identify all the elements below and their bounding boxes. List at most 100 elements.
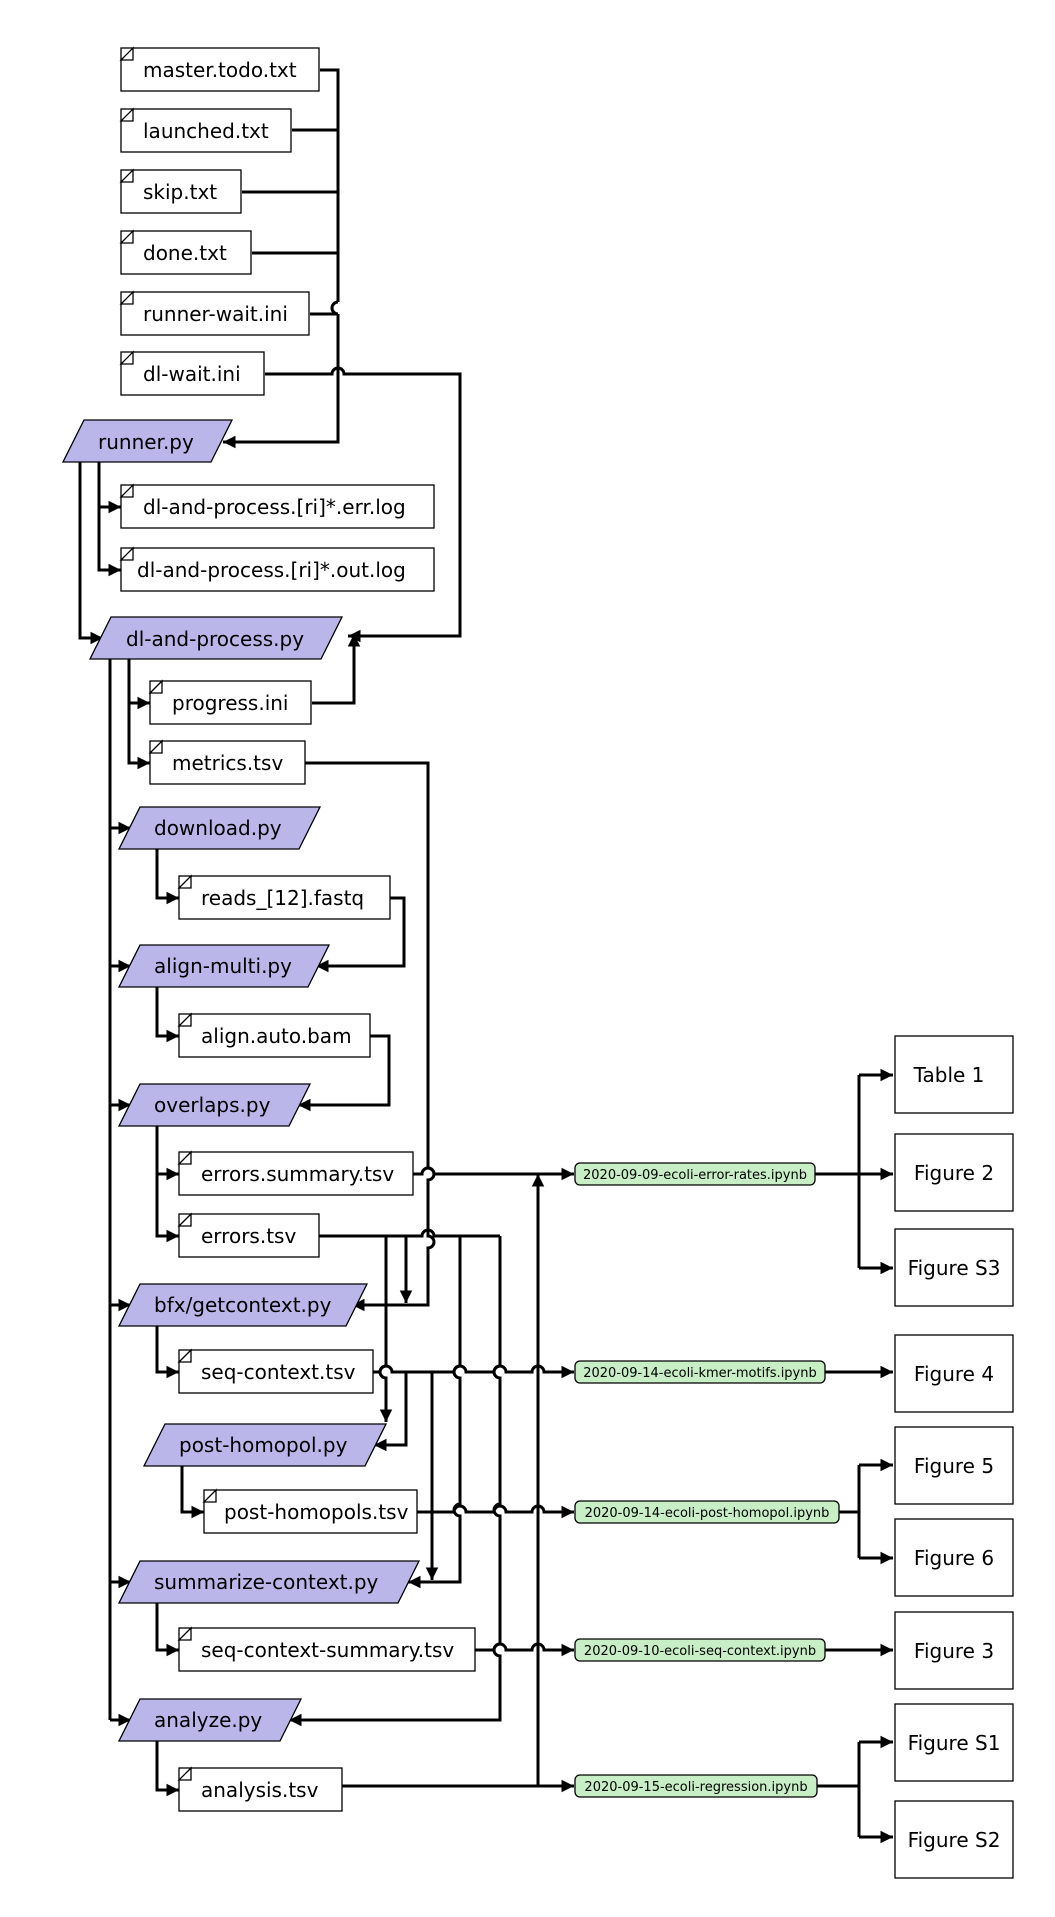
script-label: post-homopol.py xyxy=(179,1433,348,1457)
file-label: dl-wait.ini xyxy=(143,362,241,386)
file-post-homopols: post-homopols.tsv xyxy=(202,1488,418,1534)
edge-post-homopols-to-nb xyxy=(417,1504,574,1519)
notebook-label: 2020-09-09-ecoli-error-rates.ipynb xyxy=(583,1168,807,1183)
edge-hop-state-bus xyxy=(330,300,339,316)
edge-runner-to-out-log xyxy=(97,507,121,577)
output-label: Figure S1 xyxy=(908,1731,1001,1755)
script-label: summarize-context.py xyxy=(154,1570,379,1594)
edge-summarize-to-summary xyxy=(155,1603,179,1657)
edge-overlaps-to-errors xyxy=(155,1174,179,1243)
edge-align-multi-to-bam xyxy=(155,987,179,1043)
file-label: seq-context.tsv xyxy=(201,1360,356,1384)
notebook-label: 2020-09-14-ecoli-post-homopol.ipynb xyxy=(585,1506,830,1521)
output-figure-3: Figure 3 xyxy=(894,1611,1014,1690)
file-launched: launched.txt xyxy=(119,107,292,153)
notebook-kmer-motifs: 2020-09-14-ecoli-kmer-motifs.ipynb xyxy=(574,1360,826,1384)
file-analysis: analysis.tsv xyxy=(177,1766,343,1812)
edge-dl-wait-to-dl-and-process xyxy=(265,366,462,643)
notebook-post-homopol: 2020-09-14-ecoli-post-homopol.ipynb xyxy=(574,1500,840,1524)
file-label: dl-and-process.[ri]*.out.log xyxy=(137,558,406,582)
script-label: dl-and-process.py xyxy=(126,627,304,651)
script-label: overlaps.py xyxy=(154,1093,271,1117)
output-label: Table 1 xyxy=(913,1063,985,1087)
output-figure-s1: Figure S1 xyxy=(894,1703,1014,1782)
edge-analyze-to-analysis xyxy=(155,1741,179,1797)
edge-seq-context-to-post-homopol xyxy=(374,1372,408,1452)
file-align-bam: align.auto.bam xyxy=(177,1012,371,1058)
edges xyxy=(78,68,893,1844)
edge-errors-summary-to-nb xyxy=(413,1166,574,1181)
output-figure-5: Figure 5 xyxy=(894,1426,1014,1505)
file-err-log: dl-and-process.[ri]*.err.log xyxy=(119,483,435,529)
script-label: runner.py xyxy=(98,430,194,454)
file-label: master.todo.txt xyxy=(143,58,297,82)
notebook-label: 2020-09-14-ecoli-kmer-motifs.ipynb xyxy=(583,1366,817,1381)
notebook-error-rates: 2020-09-09-ecoli-error-rates.ipynb xyxy=(574,1162,816,1186)
script-overlaps: overlaps.py xyxy=(117,1083,312,1127)
edge-state-files-to-runner xyxy=(223,68,340,442)
file-label: errors.summary.tsv xyxy=(201,1162,394,1186)
file-label: dl-and-process.[ri]*.err.log xyxy=(143,495,406,519)
file-errors-summary: errors.summary.tsv xyxy=(177,1150,414,1196)
file-label: analysis.tsv xyxy=(201,1778,319,1802)
output-figure-s3: Figure S3 xyxy=(894,1228,1014,1307)
file-label: progress.ini xyxy=(172,691,288,715)
edge-regression-nb-bus xyxy=(817,1742,861,1837)
edge-runner-to-dl-and-process xyxy=(78,462,103,645)
script-label: analyze.py xyxy=(154,1708,262,1732)
edge-dl-to-metrics xyxy=(127,703,150,770)
edge-errors-bus xyxy=(319,1228,500,1238)
file-runner-wait: runner-wait.ini xyxy=(119,290,310,336)
edge-dl-to-progress xyxy=(127,659,150,710)
notebook-regression: 2020-09-15-ecoli-regression.ipynb xyxy=(574,1774,818,1798)
script-analyze: analyze.py xyxy=(117,1698,303,1742)
file-label: errors.tsv xyxy=(201,1224,296,1248)
file-label: launched.txt xyxy=(143,119,269,143)
edge-bam-to-overlaps xyxy=(298,1034,391,1112)
output-label: Figure S2 xyxy=(908,1828,1001,1852)
file-skip: skip.txt xyxy=(119,168,242,214)
script-label: download.py xyxy=(154,816,282,840)
file-label: done.txt xyxy=(143,241,227,265)
file-label: align.auto.bam xyxy=(201,1024,352,1048)
output-figure-6: Figure 6 xyxy=(894,1518,1014,1597)
file-label: post-homopols.tsv xyxy=(224,1500,409,1524)
output-label: Figure 4 xyxy=(914,1362,994,1386)
file-label: seq-context-summary.tsv xyxy=(201,1638,454,1662)
file-dl-wait: dl-wait.ini xyxy=(119,350,265,396)
file-errors: errors.tsv xyxy=(177,1212,320,1258)
script-getcontext: bfx/getcontext.py xyxy=(117,1283,369,1327)
notebook-label: 2020-09-15-ecoli-regression.ipynb xyxy=(584,1780,807,1795)
output-label: Figure S3 xyxy=(908,1256,1001,1280)
file-out-log: dl-and-process.[ri]*.out.log xyxy=(119,546,435,592)
script-dl-and-process: dl-and-process.py xyxy=(88,616,344,660)
script-runner: runner.py xyxy=(61,419,234,463)
script-download: download.py xyxy=(117,806,322,850)
output-figure-2: Figure 2 xyxy=(894,1133,1014,1212)
script-align-multi: align-multi.py xyxy=(117,944,331,988)
output-label: Figure 2 xyxy=(914,1161,994,1185)
edge-error-rates-bus xyxy=(815,1075,861,1268)
file-label: runner-wait.ini xyxy=(143,302,288,326)
file-label: metrics.tsv xyxy=(172,751,283,775)
output-label: Figure 3 xyxy=(914,1639,994,1663)
file-metrics: metrics.tsv xyxy=(148,739,306,785)
edge-post-homopol-nb-bus xyxy=(839,1465,861,1558)
edge-reads-to-align-multi xyxy=(316,896,406,973)
script-label: bfx/getcontext.py xyxy=(154,1293,332,1317)
output-label: Figure 5 xyxy=(914,1454,994,1478)
edge-download-to-reads xyxy=(155,849,179,905)
notebook-seq-context: 2020-09-10-ecoli-seq-context.ipynb xyxy=(574,1638,826,1662)
file-label: reads_[12].fastq xyxy=(201,886,364,910)
edge-runner-to-err-log xyxy=(97,462,121,514)
edge-progress-to-dl xyxy=(312,634,361,705)
file-progress: progress.ini xyxy=(148,679,312,725)
edge-overlaps-to-errors-summary xyxy=(155,1126,179,1181)
edge-seq-context-bus xyxy=(373,1364,574,1379)
output-figure-s2: Figure S2 xyxy=(894,1800,1014,1879)
edge-errors-to-post-homopol xyxy=(378,1236,393,1422)
edge-summary-to-nb xyxy=(475,1642,574,1657)
output-figure-4: Figure 4 xyxy=(894,1334,1014,1413)
file-master-todo: master.todo.txt xyxy=(119,46,320,92)
output-table1: Table 1 xyxy=(894,1035,1014,1114)
